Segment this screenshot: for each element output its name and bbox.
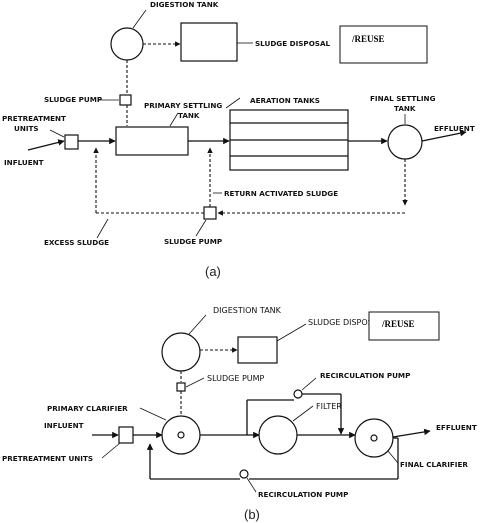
- sludge-disposal-label-b: SLUDGE DISPOSA: [308, 318, 379, 327]
- recirculation-pump-bottom-b: [239, 469, 249, 479]
- digestion-tank-label-b: DIGESTION TANK: [213, 306, 282, 315]
- diagram-b: DIGESTION TANK SLUDGE DISPOSA /REUSE SLU…: [2, 306, 477, 522]
- pretreatment-unit-b: [118, 426, 134, 444]
- primary-settling-label-a: PRIMARY SETTLING: [144, 101, 222, 110]
- sludge-pump-bottom-a: [203, 206, 217, 220]
- sludge-disposal-box-b: [237, 336, 278, 364]
- pretreatment-unit-a: [64, 134, 79, 150]
- caption-a: (a): [205, 264, 221, 279]
- influent-label-b: INFLUENT: [44, 421, 84, 430]
- recirculation-pump-top-b: [293, 389, 303, 399]
- sludge-pump-bottom-label-a: SLUDGE PUMP: [164, 237, 222, 246]
- influent-label-a: INFLUENT: [4, 158, 44, 167]
- digestion-tank-b: [161, 332, 201, 372]
- primary-settling-tank-a: [115, 126, 189, 156]
- pretreatment-label-a: PRETREATMENT: [2, 114, 66, 123]
- primary-settling-label2-a: TANK: [178, 111, 200, 120]
- recirculation-pump-bottom-label-b: RECIRCULATION PUMP: [258, 490, 348, 499]
- final-settling-label-a: FINAL SETTLING: [370, 94, 436, 103]
- final-settling-tank-a: [387, 124, 423, 160]
- diagram-a: DIGESTION TANK SLUDGE DISPOSAL /REUSE SL…: [2, 0, 475, 279]
- filter-label-b: FILTER: [316, 402, 342, 411]
- final-clarifier-core-b: [370, 434, 378, 442]
- final-clarifier-label-b: FINAL CLARIFIER: [400, 460, 468, 469]
- return-activated-sludge-label-a: RETURN ACTIVATED SLUDGE: [224, 189, 338, 198]
- effluent-label-b: EFFLUENT: [436, 423, 477, 432]
- excess-sludge-label-a: EXCESS SLUDGE: [44, 238, 109, 247]
- sludge-pump-label-b: SLUDGE PUMP: [207, 374, 265, 383]
- aeration-tanks-label-a: AERATION TANKS: [250, 96, 320, 105]
- digestion-tank-label-a: DIGESTION TANK: [150, 0, 219, 9]
- sludge-pump-b: [176, 382, 186, 392]
- effluent-label-a: EFFLUENT: [434, 124, 475, 133]
- reuse-label-b: /REUSE: [381, 319, 415, 329]
- sludge-pump-top-a: [119, 94, 132, 106]
- sludge-pump-top-label-a: SLUDGE PUMP: [44, 95, 102, 104]
- primary-clarifier-core-b: [177, 431, 185, 439]
- pretreatment-label2-a: UNITS: [14, 124, 39, 133]
- recirculation-pump-top-label-b: RECIRCULATION PUMP: [320, 371, 410, 380]
- sludge-disposal-label-a: SLUDGE DISPOSAL: [255, 39, 331, 48]
- caption-b: (b): [244, 507, 260, 522]
- primary-clarifier-label-b: PRIMARY CLARIFIER: [47, 404, 128, 413]
- reuse-label-a: /REUSE: [351, 34, 385, 44]
- sludge-disposal-box-a: [180, 22, 238, 62]
- reuse-box-b: [368, 311, 440, 341]
- pretreatment-label-b: PRETREATMENT UNITS: [2, 454, 93, 463]
- filter-b: [258, 415, 298, 455]
- digestion-tank-a: [110, 27, 144, 61]
- reuse-box-a: [339, 25, 428, 64]
- final-settling-label2-a: TANK: [394, 104, 416, 113]
